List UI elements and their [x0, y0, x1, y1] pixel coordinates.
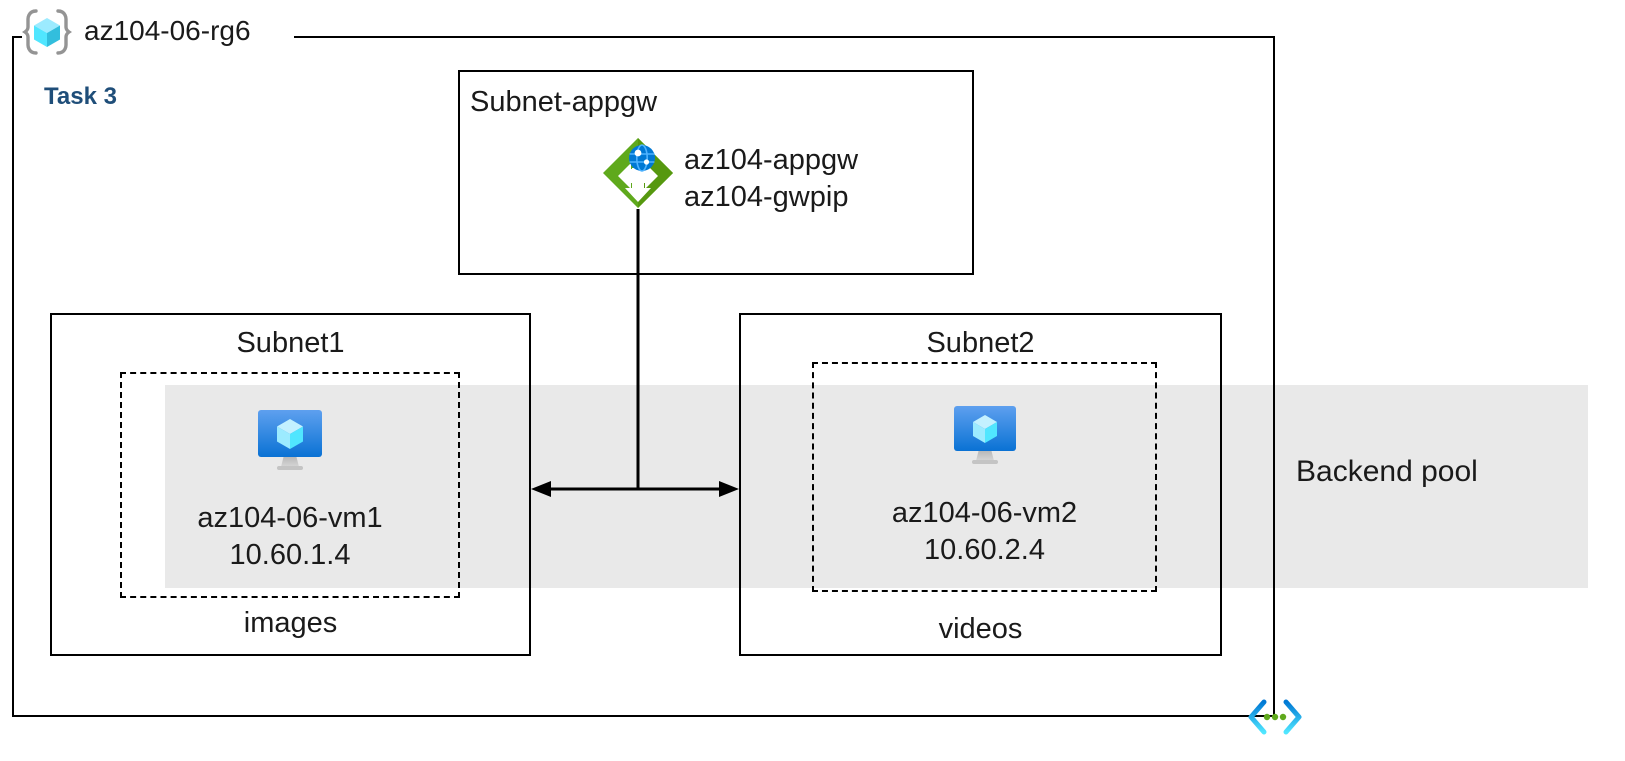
subnet-appgw-box	[458, 70, 974, 275]
subnet2-title: Subnet2	[926, 327, 1035, 359]
vm1-ip: 10.60.1.4	[229, 539, 351, 571]
vm2-labels: az104-06-vm2 10.60.2.4	[812, 495, 1157, 569]
resource-group-name: az104-06-rg6	[84, 15, 251, 46]
application-gateway-icon	[601, 136, 675, 210]
subnet1-storage-label: images	[243, 607, 338, 639]
resource-group-cube-icon	[21, 7, 73, 57]
vm1-labels: az104-06-vm1 10.60.1.4	[120, 500, 460, 574]
virtual-machine-icon	[250, 405, 330, 477]
subnet2-box	[739, 313, 1222, 656]
vm2-name: az104-06-vm2	[891, 497, 1078, 529]
resource-group-frame	[12, 36, 1275, 717]
appgw-name: az104-appgw	[684, 144, 859, 176]
code-brackets-icon	[1247, 697, 1303, 737]
vm1-name: az104-06-vm1	[197, 502, 383, 534]
subnet1-title: Subnet1	[236, 327, 345, 359]
subnet2-dashed-boundary	[812, 362, 1157, 592]
backend-pool-label: Backend pool	[1296, 455, 1478, 488]
gwpip-name: az104-gwpip	[684, 181, 849, 213]
backend-pool-band	[165, 385, 1588, 588]
task-label: Task 3	[44, 83, 117, 110]
vm2-ip: 10.60.2.4	[924, 534, 1045, 566]
subnet1-dashed-boundary	[120, 372, 460, 598]
appgw-resource-names: az104-appgw az104-gwpip	[684, 142, 858, 216]
virtual-machine-icon	[947, 402, 1023, 470]
subnet-appgw-title: Subnet-appgw	[470, 86, 658, 118]
subnet2-storage-label: videos	[938, 613, 1023, 645]
subnet1-box	[50, 313, 531, 656]
